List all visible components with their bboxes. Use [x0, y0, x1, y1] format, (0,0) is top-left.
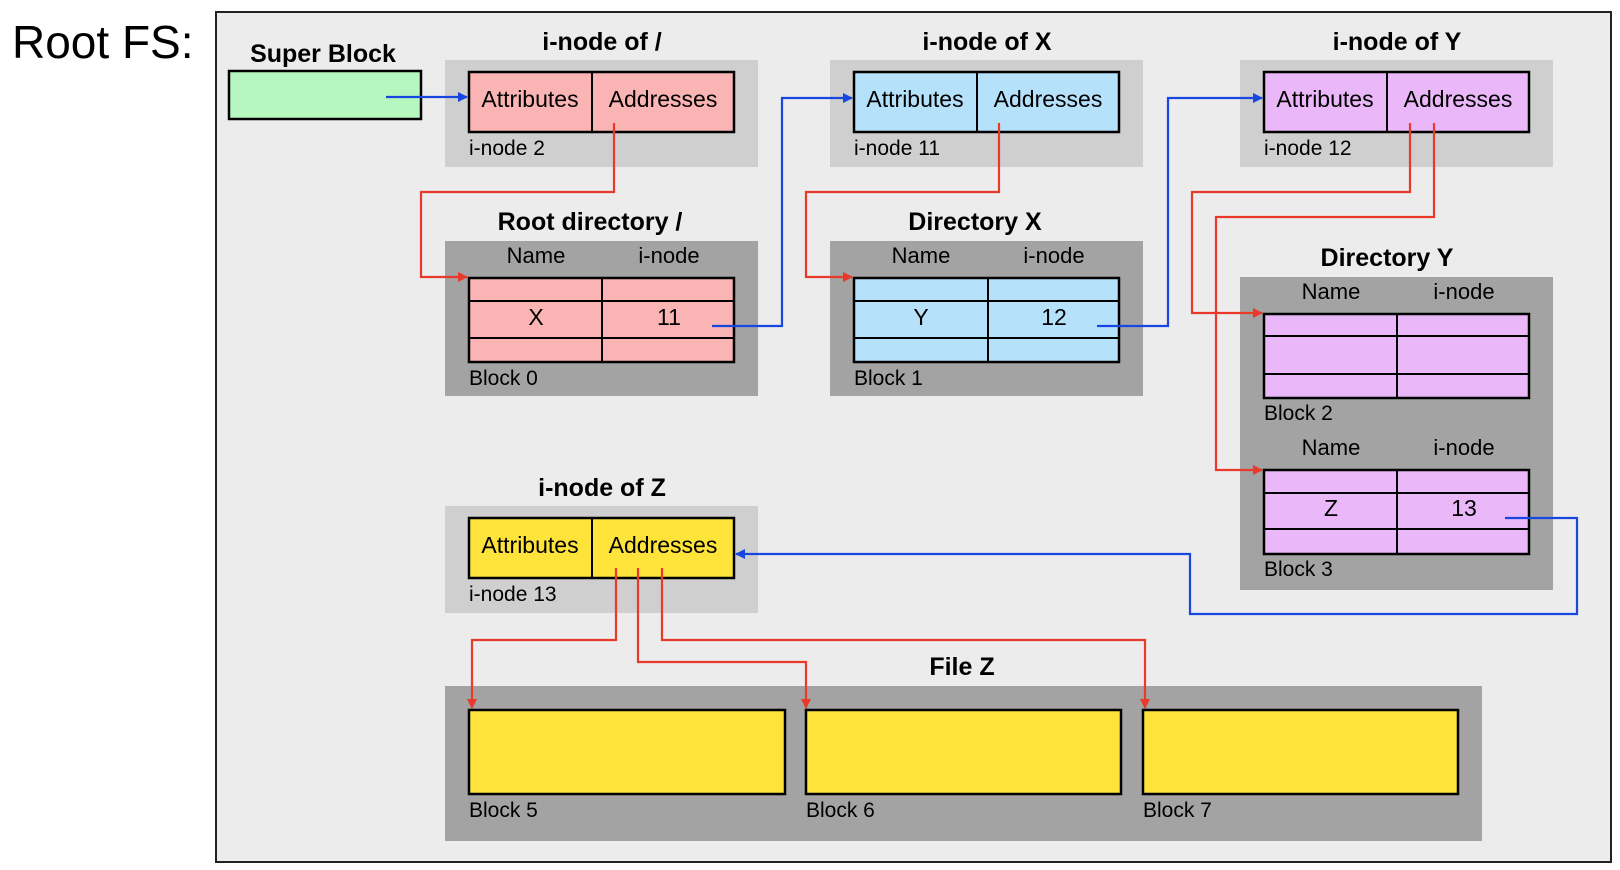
inode-root-attributes: Attributes [481, 86, 578, 112]
inode-root-title: i-node of / [542, 28, 661, 56]
dir-y-block3-col-name: Name [1302, 435, 1361, 460]
inode-x-title: i-node of X [922, 28, 1051, 56]
dir-y: Directory Y Name i-node Block 2 Name i-n… [1240, 244, 1553, 590]
dir-y-block2-col-name: Name [1302, 279, 1361, 304]
file-z-block-5-caption: Block 5 [469, 799, 538, 822]
inode-root: i-node of / Attributes Addresses i-node … [445, 28, 758, 167]
super-block: Super Block [227, 40, 423, 121]
arrow-inode13-to-block6 [636, 568, 811, 709]
inode-y-caption: i-node 12 [1264, 137, 1352, 160]
arrow-inode2-to-block0 [419, 123, 616, 282]
inode-y: i-node of Y Attributes Addresses i-node … [1240, 28, 1553, 167]
inode-y-title: i-node of Y [1333, 28, 1462, 56]
dir-root-title: Root directory / [498, 208, 683, 236]
arrow-dir-y-to-inode13 [735, 516, 1579, 616]
inode-y-addresses: Addresses [1404, 86, 1513, 112]
dir-x-entry-name: Y [913, 304, 928, 330]
inode-x-box [852, 70, 1121, 134]
dir-y-block2-caption: Block 2 [1264, 402, 1333, 425]
inode-z-title: i-node of Z [538, 474, 666, 502]
dir-y-title: Directory Y [1321, 244, 1454, 272]
dir-root-col-name: Name [507, 243, 566, 268]
dir-x-title: Directory X [908, 208, 1042, 236]
dir-x-table [852, 276, 1121, 364]
file-z-title: File Z [929, 653, 994, 681]
arrow-dir-x-to-inode12 [1097, 93, 1263, 328]
inode-z-box [467, 516, 736, 580]
inode-z-attributes: Attributes [481, 532, 578, 558]
inode-root-addresses: Addresses [609, 86, 718, 112]
dir-x-col-inode: i-node [1023, 243, 1084, 268]
inode-root-caption: i-node 2 [469, 137, 545, 160]
dir-root-entry-inode: 11 [657, 304, 681, 330]
dir-root-entry-name: X [528, 304, 543, 330]
inode-z: i-node of Z Attributes Addresses i-node … [445, 474, 758, 613]
dir-y-block2-col-inode: i-node [1433, 279, 1494, 304]
inode-x-attributes: Attributes [866, 86, 963, 112]
dir-y-block3-entry-inode: 13 [1451, 495, 1477, 521]
super-block-box [227, 69, 423, 121]
file-z-block-6-caption: Block 6 [806, 799, 875, 822]
inode-root-box [467, 70, 736, 134]
file-z-block-7 [1141, 708, 1460, 796]
arrow-inode13-to-block7 [660, 568, 1150, 709]
dir-x-entry-inode: 12 [1041, 304, 1067, 330]
dir-y-block3-entry-name: Z [1324, 495, 1338, 521]
inode-z-addresses: Addresses [609, 532, 718, 558]
inode-y-attributes: Attributes [1276, 86, 1373, 112]
blue-arrows [386, 92, 1579, 616]
dir-x-col-name: Name [892, 243, 951, 268]
file-z-block-6 [804, 708, 1123, 796]
file-z-block-7-caption: Block 7 [1143, 799, 1212, 822]
super-block-title: Super Block [250, 40, 396, 68]
file-z: File Z Block 5 Block 6 Block 7 [445, 653, 1482, 841]
inode-x: i-node of X Attributes Addresses i-node … [830, 28, 1143, 167]
dir-root-col-inode: i-node [638, 243, 699, 268]
file-z-block-5 [467, 708, 787, 796]
red-arrows [419, 123, 1436, 709]
arrow-inode12-to-block3 [1214, 123, 1436, 475]
arrow-inode13-to-block5 [467, 568, 618, 709]
arrow-inode11-to-block1 [804, 123, 1001, 282]
dir-x: Directory X Name i-node Y 12 Block 1 [830, 208, 1143, 396]
inode-x-caption: i-node 11 [854, 137, 940, 160]
dir-root-caption: Block 0 [469, 367, 538, 390]
dir-y-block3-caption: Block 3 [1264, 558, 1333, 581]
dir-root: Root directory / Name i-node X 11 Block … [445, 208, 758, 396]
inode-y-box [1262, 70, 1531, 134]
dir-y-block3-col-inode: i-node [1433, 435, 1494, 460]
dir-x-caption: Block 1 [854, 367, 923, 390]
inode-z-caption: i-node 13 [469, 583, 557, 606]
inode-x-addresses: Addresses [994, 86, 1103, 112]
root-fs-label: Root FS: [12, 16, 194, 68]
arrow-dir-root-to-inode11 [712, 93, 853, 328]
